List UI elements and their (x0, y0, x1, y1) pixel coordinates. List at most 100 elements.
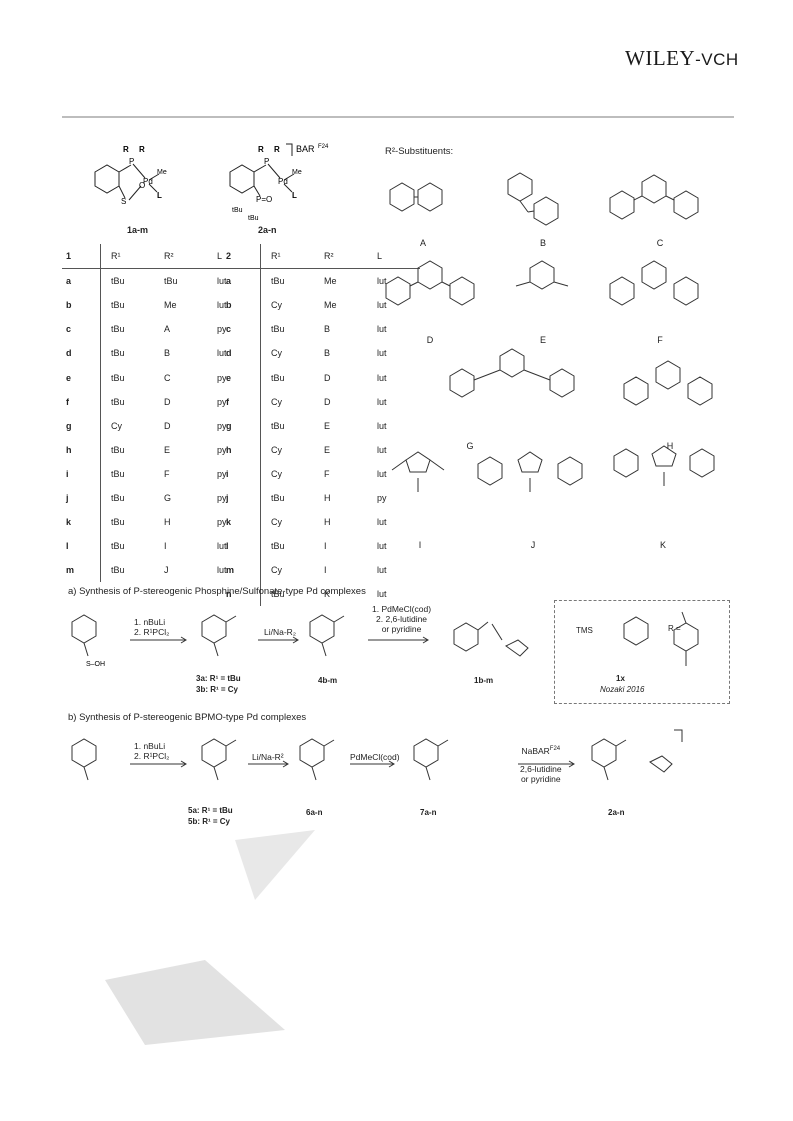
compound-5b-label: 5b: R¹ = Cy (188, 817, 231, 826)
r1-label: R (258, 145, 264, 154)
publisher-logo: WILEY-VCH (625, 46, 739, 70)
table-header: 1 (62, 244, 101, 270)
nozaki-reference-box (554, 600, 730, 704)
scheme-b-step2: Li/Na-R² (252, 752, 284, 762)
substituents-title: R²-Substituents: (385, 146, 454, 157)
compound-2-label: 2a-n (608, 808, 625, 817)
compound-7-label: 7a-n (420, 808, 437, 817)
complex-2-label: 2a-n (258, 225, 277, 235)
ligand-label: L (292, 191, 297, 200)
r-equals-label: R = (668, 624, 681, 633)
table-header: 2 (222, 244, 261, 270)
table-header: R² (314, 244, 367, 270)
oxygen-label: O (139, 181, 145, 190)
substituent-structures (385, 172, 715, 492)
scheme-b-graphic (71, 729, 683, 781)
sulfur-label: S (121, 197, 126, 206)
table-header: R² (154, 244, 207, 270)
substituent-label: C (656, 238, 664, 248)
phosphorus-label: P (264, 157, 269, 166)
scheme-b-title: b) Synthesis of P-stereogenic BPMO-type … (68, 712, 307, 723)
substituent-label: J (530, 540, 536, 550)
counterion-superscript: F24 (318, 144, 329, 150)
substituent-label: I (418, 540, 422, 550)
substituent-label: H (666, 441, 674, 451)
compound-6-label: 6a-n (306, 808, 323, 817)
complex-2-structure: P P=O Pd Me L tBu tBu R R BAR F24 (229, 143, 329, 222)
substituent-label: F (657, 335, 663, 345)
table-header: R¹ (100, 244, 154, 270)
scheme-a-graphic: S–OH (71, 611, 699, 668)
complex-1-structure: P S O Pd Me L R R (94, 145, 167, 206)
substituent-label: G (466, 441, 474, 451)
compound-1x-label: 1x (616, 674, 625, 683)
substituent-label: K (659, 540, 666, 550)
counterion-label: BAR (296, 144, 315, 154)
methyl-label: Me (157, 169, 167, 176)
substituent-label: D (426, 335, 434, 345)
compound-4-label: 4b-m (318, 676, 338, 685)
palladium-label: Pd (278, 177, 288, 186)
palladium-label: Pd (143, 177, 153, 186)
compound-5a-label: 5a: R¹ = tBu (188, 806, 233, 815)
header-rule (62, 116, 734, 118)
phosphine-oxide-label: P=O (256, 195, 272, 204)
tbu-label: tBu (248, 215, 259, 222)
compound-1-label: 1b-m (474, 676, 494, 685)
scheme-a-title: a) Synthesis of P-stereogenic Phosphine/… (68, 586, 366, 597)
substituent-label: B (539, 238, 546, 248)
watermark-graphic (105, 830, 315, 1045)
substituent-label: E (539, 335, 546, 345)
r2-label: R (139, 145, 145, 154)
substituent-label: A (419, 238, 426, 248)
table-header: L (367, 244, 420, 270)
table-header: R¹ (260, 244, 314, 270)
r1-label: R (123, 145, 129, 154)
scheme-a-step2: Li/Na-R₂ (264, 627, 297, 637)
methyl-label: Me (292, 169, 302, 176)
tms-label: TMS (576, 626, 593, 635)
ligand-label: L (157, 191, 162, 200)
compound-3b-label: 3b: R¹ = Cy (196, 685, 239, 694)
tbu-label: tBu (232, 207, 243, 214)
complex-1-label: 1a-m (127, 225, 149, 235)
compound-3a-label: 3a: R¹ = tBu (196, 674, 241, 683)
scheme-b-step3: PdMeCl(cod) (350, 752, 400, 762)
sulfonic-acid-label: S–OH (86, 661, 105, 668)
nozaki-reference: Nozaki 2016 (600, 685, 645, 694)
phosphorus-label: P (129, 157, 134, 166)
